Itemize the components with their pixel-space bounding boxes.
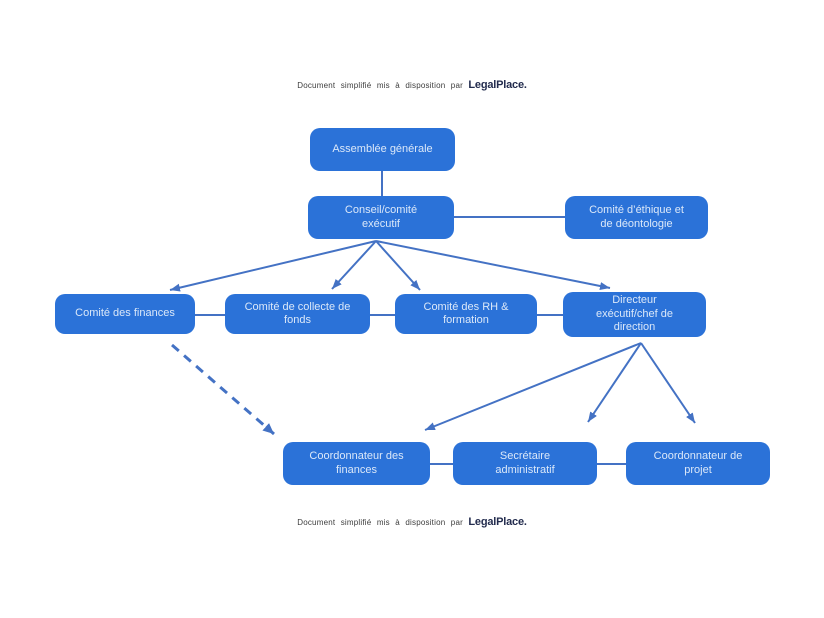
node-comite-rh-formation: Comité des RH & formation: [395, 294, 537, 334]
node-label: Comité d’éthique et de déontologie: [589, 204, 684, 230]
node-label: Secrétaire administratif: [495, 450, 555, 476]
legalplace-logo-text: LegalPlace.: [468, 516, 527, 528]
node-label: Assemblée générale: [332, 142, 433, 155]
node-directeur-executif: Directeur exécutif/chef de direction: [563, 292, 706, 337]
edge-directeur-coordprojet: [640, 342, 696, 424]
node-label: Comité de collecte de fonds: [244, 300, 351, 326]
edge-directeur-secretaire: [587, 342, 642, 423]
node-comite-ethique: Comité d’éthique et de déontologie: [565, 196, 708, 239]
edge-conseil-collecte: [331, 240, 377, 290]
node-label: Comité des finances: [75, 307, 175, 320]
node-secretaire-administratif: Secrétaire administratif: [453, 442, 597, 485]
node-conseil-comite-executif: Conseil/comité exécutif: [308, 196, 454, 239]
node-comite-collecte-fonds: Comité de collecte de fonds: [225, 294, 370, 334]
node-label: Coordonnateur des finances: [309, 450, 404, 476]
node-coordonnateur-projet: Coordonnateur de projet: [626, 442, 770, 485]
footer-caption-text: Document simplifié mis à disposition par: [297, 518, 463, 527]
edge-conseil-rh: [375, 240, 421, 291]
edge-conseil-finances: [169, 240, 377, 292]
node-label: Directeur exécutif/chef de direction: [595, 294, 674, 334]
footer-caption: Document simplifié mis à disposition par…: [0, 516, 824, 528]
header-caption-text: Document simplifié mis à disposition par: [297, 81, 463, 90]
node-label: Coordonnateur de projet: [653, 450, 743, 476]
edge-finances-coordfinances-dashed: [171, 343, 275, 436]
edge-directeur-coordfinances: [424, 342, 642, 431]
node-coordonnateur-finances: Coordonnateur des finances: [283, 442, 430, 485]
legalplace-logo-text: LegalPlace.: [468, 79, 527, 91]
node-label: Comité des RH & formation: [423, 300, 509, 326]
node-assemblee-generale: Assemblée générale: [310, 128, 455, 171]
header-caption: Document simplifié mis à disposition par…: [0, 79, 824, 91]
node-label: Conseil/comité exécutif: [344, 204, 418, 230]
node-comite-finances: Comité des finances: [55, 294, 195, 334]
edge-conseil-directeur: [375, 240, 611, 290]
